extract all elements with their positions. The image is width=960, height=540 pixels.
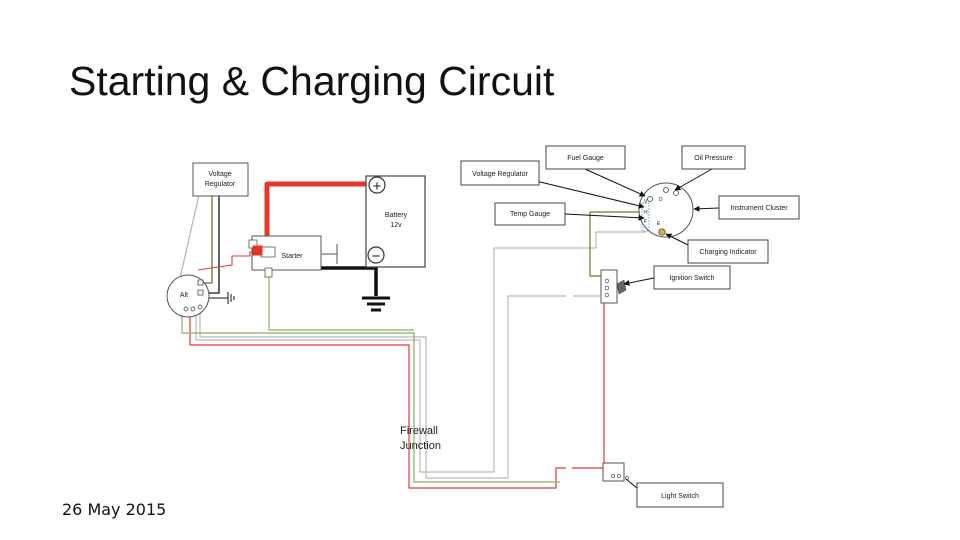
callout-temp-gauge-text: Temp Gauge: [510, 211, 550, 218]
starter-label: Starter: [281, 253, 303, 260]
cluster-terminal-f: F: [644, 219, 647, 225]
alt-grey-wire-a: [195, 247, 596, 473]
callout-fuel-gauge: Fuel Gauge: [545, 145, 626, 170]
battery-positive-symbol: +: [373, 178, 382, 195]
battery-negative-symbol: −: [372, 248, 381, 265]
alt-red-wire: [189, 310, 566, 489]
callout-temp-gauge: Temp Gauge: [494, 202, 566, 226]
callout-ignition-switch-text: Ignition Switch: [669, 275, 714, 282]
alternator-label: Alt: [180, 292, 188, 299]
cluster-terminal-v: V: [644, 199, 648, 205]
voltage-regulator-label-1: Voltage: [208, 171, 231, 178]
alternator-ground-symbol: [227, 292, 235, 304]
voltage-regulator-label-2: Regulator: [205, 181, 236, 188]
callout-instrument-cluster: Instrument Cluster: [718, 195, 800, 220]
callout-voltage-regulator: Voltage Regulator: [460, 160, 540, 186]
ignition-switch: [600, 269, 627, 304]
cluster-terminal-e: E: [657, 221, 661, 227]
callout-arrows: [535, 168, 720, 489]
regulator-olive-wire: [204, 195, 213, 284]
battery: Battery 12v + −: [365, 175, 426, 268]
regulator-grey-wire: [179, 194, 200, 279]
callout-light-switch: Light Switch: [636, 482, 724, 508]
cluster-terminal-d: D: [659, 197, 663, 203]
callout-charging-indicator: Charging Indicator: [687, 239, 769, 264]
firewall-junction-label-2: Junction: [400, 440, 441, 452]
cluster-terminal-h: H: [644, 210, 648, 216]
ignition-olive-wire: [589, 211, 646, 277]
instrument-cluster: D V H F E: [638, 182, 694, 238]
firewall-junction-label-1: Firewall: [400, 425, 438, 437]
slide-title: Starting & Charging Circuit: [69, 58, 555, 104]
callout-oil-pressure-text: Oil Pressure: [694, 155, 733, 162]
alternator: Alt: [166, 274, 210, 318]
callout-oil-pressure: Oil Pressure: [681, 145, 746, 170]
callout-ignition-switch: Ignition Switch: [653, 265, 731, 290]
alt-green-wire: [181, 312, 560, 483]
callout-instrument-cluster-text: Instrument Cluster: [730, 205, 788, 212]
grey-to-cluster: [595, 231, 646, 248]
ground-symbol: [362, 296, 390, 312]
voltage-regulator-block: Voltage Regulator: [192, 162, 249, 197]
callout-charging-indicator-text: Charging Indicator: [699, 249, 757, 256]
callout-light-switch-text: Light Switch: [661, 493, 699, 500]
starter-red-wire: [197, 251, 256, 271]
light-switch: [602, 462, 629, 482]
callout-voltage-regulator-text: Voltage Regulator: [472, 171, 528, 178]
starter: Starter: [248, 235, 338, 278]
callout-fuel-gauge-text: Fuel Gauge: [567, 155, 604, 162]
battery-label-2: 12v: [390, 222, 402, 229]
alt-grey-wire-b: [199, 295, 566, 479]
starter-green-wire: [268, 276, 414, 331]
battery-positive-cable: [264, 181, 366, 247]
battery-label-1: Battery: [385, 212, 408, 219]
slide-date: 26 May 2015: [62, 500, 167, 519]
